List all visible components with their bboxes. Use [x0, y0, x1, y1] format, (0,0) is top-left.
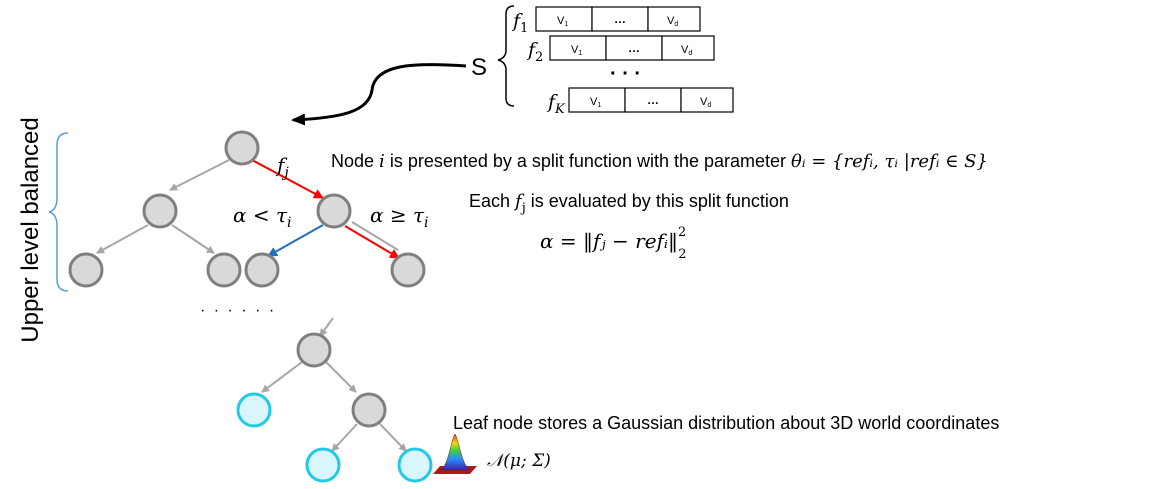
feature-row-2: f2 V1 … Vd — [526, 36, 714, 65]
tree-node — [353, 394, 385, 426]
cell-value: … — [647, 93, 659, 107]
tree-node — [246, 254, 278, 286]
tree-edge-blue — [268, 225, 323, 256]
set-label: S — [471, 54, 487, 81]
tree-edge — [380, 424, 406, 451]
tree-edge — [97, 225, 148, 253]
cell-value: … — [614, 12, 626, 26]
tree-edge-red — [345, 226, 399, 258]
feature-name-1: f1 — [511, 10, 528, 36]
feature-name-k: fK — [546, 91, 566, 117]
gaussian-label: 𝒩(μ; Σ) — [487, 451, 551, 471]
feature-row-k: fK V1 … Vd — [546, 88, 733, 117]
tree-node — [208, 254, 240, 286]
tree-node — [298, 334, 330, 366]
tree-node — [70, 254, 102, 286]
gaussian-surface-icon — [433, 434, 477, 474]
tree-edge — [170, 160, 229, 190]
feature-name-2: f2 — [526, 39, 543, 65]
node-description: Node i is presented by a split function … — [331, 151, 988, 172]
tree-node — [144, 195, 176, 227]
evaluation-description: Each fj is evaluated by this split funct… — [469, 191, 789, 216]
tree-node-root — [226, 132, 258, 164]
tree-edge — [326, 362, 356, 392]
cell-value: … — [628, 41, 640, 55]
side-label: Upper level balanced — [17, 117, 44, 342]
tree-node — [392, 254, 424, 286]
right-branch-label: α ≥ τi — [370, 203, 429, 231]
leaf-node — [238, 394, 270, 426]
feature-dots: · · · — [610, 63, 641, 85]
leaf-node — [399, 449, 431, 481]
edge-label-fj: fj — [275, 153, 289, 181]
tree-edge — [172, 225, 214, 253]
tree-node — [318, 195, 350, 227]
middle-dots: · · · · · · — [200, 302, 276, 319]
left-branch-label: α < τi — [233, 203, 292, 231]
leaf-node — [307, 449, 339, 481]
set-brace — [498, 6, 514, 106]
tree-edge — [262, 362, 302, 392]
tree-edge — [332, 424, 357, 451]
level-brace — [49, 133, 68, 291]
tree-edge — [320, 318, 333, 336]
set-to-root-arrow — [293, 65, 466, 120]
leaf-description: Leaf node stores a Gaussian distribution… — [453, 413, 999, 433]
feature-row-1: f1 V1 … Vd — [511, 7, 700, 36]
